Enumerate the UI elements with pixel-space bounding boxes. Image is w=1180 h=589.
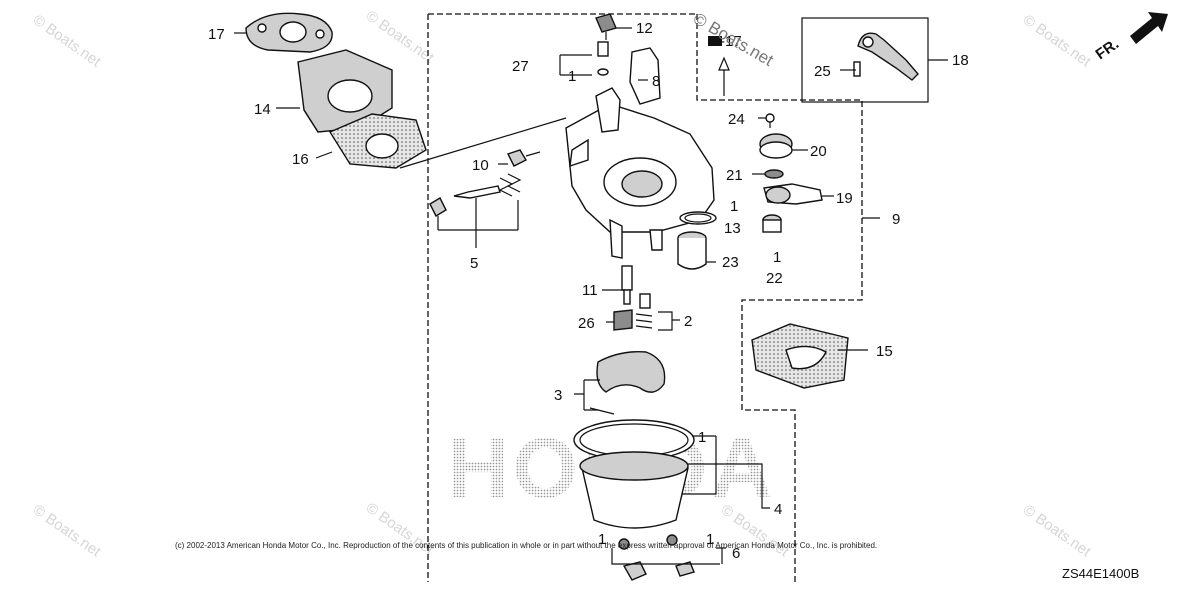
part-14-carburetor-insulator <box>297 49 393 133</box>
callout-24: 24 <box>728 111 745 128</box>
callout-12: 12 <box>636 20 653 37</box>
carburetor-assembly-boundary <box>427 13 863 582</box>
part-2-jet <box>635 293 653 329</box>
callout-10: 10 <box>472 157 489 174</box>
callout-23: 23 <box>722 254 739 271</box>
callout-14: 14 <box>254 101 271 118</box>
fr-label: FR. <box>1093 35 1123 63</box>
callout-1-top: 1 <box>568 68 576 85</box>
fr-arrow-icon <box>1130 12 1168 44</box>
part-17-insulator-gasket <box>245 12 333 53</box>
callout-8: 8 <box>652 73 660 90</box>
part-26-spring <box>613 309 633 331</box>
callout-20: 20 <box>810 143 827 160</box>
diagram-code: ZS44E1400B <box>1062 566 1139 581</box>
callout-13: 13 <box>724 220 741 237</box>
callout-1-bottom-left: 1 <box>598 531 606 548</box>
watermark-top-right: © Boats.net <box>1020 11 1095 70</box>
site-watermark-main: © Boats.net <box>690 9 777 70</box>
callout-25: 25 <box>814 63 831 80</box>
part-23-float-valve <box>677 231 707 270</box>
callout-5: 5 <box>470 255 478 272</box>
part-13-o-ring <box>679 211 717 225</box>
callout-6: 6 <box>732 545 740 562</box>
callout-9: 9 <box>892 211 900 228</box>
part-11-main-nozzle <box>621 265 633 305</box>
part-21-o-ring <box>764 169 784 179</box>
part-20-cover <box>759 133 793 159</box>
callout-17: 17 <box>208 26 225 43</box>
callout-18: 18 <box>952 52 969 69</box>
part-27-screw <box>597 41 609 76</box>
watermark-top-left: © Boats.net <box>30 11 105 70</box>
callout-1-bowl: 1 <box>698 429 706 446</box>
copyright-notice: (c) 2002-2013 American Honda Motor Co., … <box>175 541 877 550</box>
section-reference: E-17 <box>708 33 742 96</box>
leader-lines <box>234 27 948 565</box>
callout-1-13: 1 <box>730 198 738 215</box>
part-5-pilot-screw-set <box>429 173 522 217</box>
carburetor-body <box>565 87 715 259</box>
callout-27: 27 <box>512 58 529 75</box>
callout-11: 11 <box>582 282 598 299</box>
callout-26: 26 <box>578 315 595 332</box>
part-22-valve <box>762 214 782 233</box>
ref-box-throttle-lever <box>801 17 929 103</box>
watermark-bottom-left: © Boats.net <box>30 501 105 560</box>
watermark-mid-left: © Boats.net <box>363 7 438 66</box>
part-6-drain-bolts <box>618 534 695 581</box>
front-direction-marker: FR. <box>1093 12 1168 63</box>
part-10-screw <box>507 149 541 167</box>
part-25-pin <box>853 61 861 77</box>
part-8-bracket <box>629 47 661 105</box>
callout-1-22: 1 <box>773 249 781 266</box>
part-15-gasket <box>751 323 849 389</box>
callout-19: 19 <box>836 190 853 207</box>
section-ref-label: E-17 <box>710 33 742 50</box>
callout-16: 16 <box>292 151 309 168</box>
callout-4: 4 <box>774 501 782 518</box>
callout-3: 3 <box>554 387 562 404</box>
part-4-float-chamber <box>573 419 695 529</box>
callout-21: 21 <box>726 167 743 184</box>
watermark-bottom-right: © Boats.net <box>1020 501 1095 560</box>
callout-15: 15 <box>876 343 893 360</box>
part-3-float <box>589 351 666 415</box>
callout-1-bottom-right: 1 <box>706 531 714 548</box>
part-18-throttle-lever <box>857 32 919 81</box>
part-19-holder <box>763 183 823 205</box>
callout-22: 22 <box>766 270 783 287</box>
part-16-carburetor-gasket <box>328 113 427 169</box>
part-12-cap <box>595 13 617 40</box>
callouts: 17 14 16 12 27 1 8 25 18 24 20 21 19 9 1… <box>208 20 969 562</box>
part-24-screw <box>765 113 775 128</box>
callout-2: 2 <box>684 313 692 330</box>
